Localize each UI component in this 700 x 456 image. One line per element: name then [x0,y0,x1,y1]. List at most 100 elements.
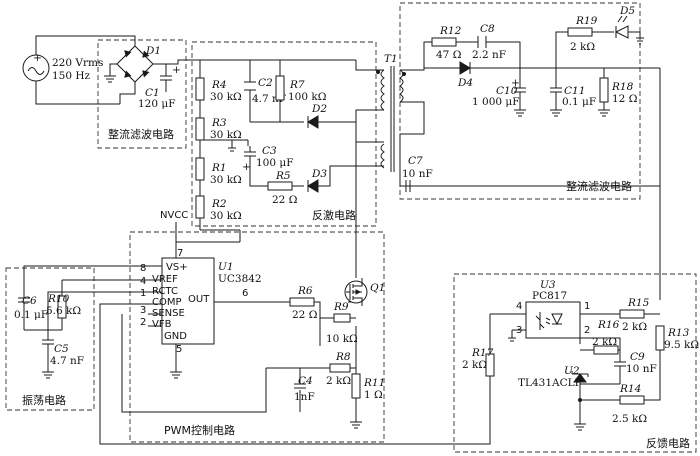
pin-num-7: 7 [177,248,183,259]
bridge-rectifier [109,35,166,104]
pwm-ground-icon [350,421,362,429]
dc-bus-link [166,59,200,65]
pin-sense: SENSE [152,308,185,319]
r7-resistor [275,75,285,101]
u2-label: U2 [564,365,580,377]
sense-wiring [121,314,356,413]
pin-num-3: 3 [140,305,146,316]
r18-resistor [598,68,610,117]
dc-bus-rail [199,59,356,242]
r17-label: R17 [471,347,494,359]
feedback-block-border [453,273,697,453]
rectifier-block-border [97,39,187,149]
feedback-ground-icon [574,423,586,431]
r1-value: 30 kΩ [210,174,242,186]
r10-label: R10 [47,293,70,305]
u1-part: UC3842 [218,273,262,285]
c1-value: 120 μF [138,98,176,110]
r10-value: 5.6 kΩ [46,305,81,317]
source-voltage: 220 Vrms [52,57,103,69]
r12-value: 47 Ω [436,49,462,61]
c8-label: C8 [480,23,495,35]
r18-value: 12 Ω [612,93,638,105]
c10-capacitor: + [511,68,526,117]
r9-resistor [333,313,351,323]
c1-label: C1 [145,87,160,99]
pin-vref: VREF [152,274,178,285]
r14-resistor [619,395,645,405]
pin-comp: COMP [152,297,182,308]
c5-capacitor [42,339,54,350]
snubber-wiring [249,60,356,123]
pc817-optocoupler [525,301,581,339]
c9-value: 10 nF [626,363,657,375]
r12-label: R12 [439,25,462,37]
feedback-block-label: 反馈电路 [646,437,690,450]
r17-resistor [485,353,495,377]
r6-label: R6 [297,285,313,297]
opto-pin-2: 2 [584,325,590,336]
d5-label: D5 [619,5,635,17]
c8-value: 2.2 nF [472,49,506,61]
c1-capacitor: + [160,64,181,92]
c4-label: C4 [298,375,313,387]
r18-label: R18 [611,81,634,93]
r11-resistor [351,373,361,399]
c4-capacitor [294,383,306,389]
c7-label: C7 [408,155,423,167]
c10-value: 1 000 μF [472,96,520,108]
flyback-block-label: 反激电路 [312,208,356,222]
c9-capacitor [580,361,626,385]
r4-value: 30 kΩ [210,91,242,103]
pc817-label: PC817 [532,290,567,302]
d1-label: D1 [145,45,161,57]
r12-resistor [431,37,457,47]
rectifier-ground-icon [104,75,116,83]
pin-gnd: GND [164,331,187,342]
nvcc-label: NVCC [160,210,188,221]
osc-wiring [23,265,491,445]
r2-resistor [195,195,205,219]
d4-diode [459,61,471,75]
c6-capacitor [18,292,30,312]
flyback-block-border [191,41,377,227]
r17-value: 2 kΩ [462,359,487,371]
r4-label: R4 [211,79,227,91]
c2-label: C2 [258,77,273,89]
r11-label: R11 [363,377,385,389]
r10-resistor [57,295,67,319]
led-branch-wiring [555,31,641,68]
svg-text:+: + [33,52,42,64]
r7-value: 100 kΩ [288,91,327,103]
u3-label: U3 [540,279,556,291]
r9-label: R9 [333,301,349,313]
c4-value: 1nF [294,391,315,403]
oscillator-block-label: 振荡电路 [22,393,66,407]
d3-diode [307,179,319,193]
pin-num-1: 1 [140,288,146,299]
pin-vfb: VFB [152,319,172,330]
r8-label: R8 [335,351,351,363]
r2-label: R2 [211,198,227,210]
r11-value: 1 Ω [364,389,383,401]
r3-label: R3 [211,117,227,129]
r15-resistor [619,309,645,319]
r19-label: R19 [575,15,598,27]
svg-text:+: + [511,77,520,89]
output-block-border [399,2,641,200]
oscillator-block-border [5,267,95,411]
c6-label: C6 [22,295,37,307]
r13-label: R13 [667,327,690,339]
c8-capacitor [477,36,487,48]
r3-resistor [195,117,205,141]
c11-label: C11 [564,85,585,97]
svg-text:+: + [172,64,181,76]
r8-resistor [329,363,351,373]
pin-vs: VS+ [166,262,188,273]
r5-resistor [267,181,293,191]
r4-resistor [195,77,205,101]
d4-label: D4 [457,77,473,89]
c7-capacitor [400,180,420,192]
osc-ground-icon [42,371,54,379]
